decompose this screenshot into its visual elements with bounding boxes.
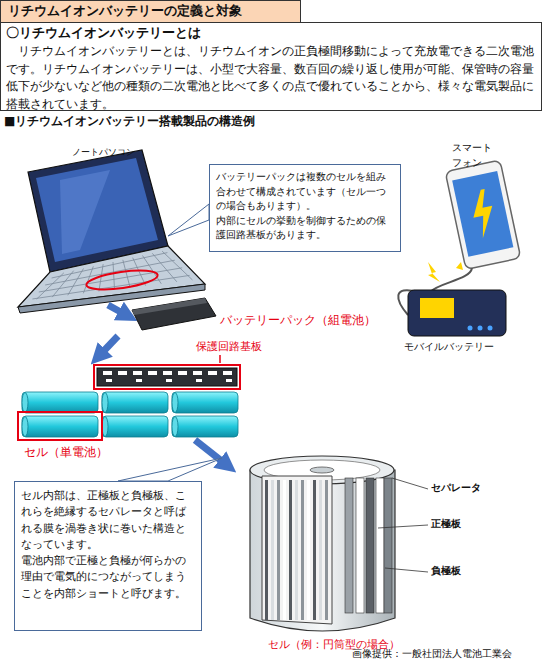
callout-text: バッテリーパックは複数のセルを組み合わせて構成されています（セル一つの場合もあり… (216, 170, 394, 214)
callout-box: バッテリーパックは複数のセルを組み合わせて構成されています（セル一つの場合もあり… (209, 164, 401, 252)
cylinder-cell-figure (250, 456, 395, 631)
callout-text: セル内部は、正極板と負極板、これらを絶縁するセパレータと呼ばれる膜を渦巻き状に巻… (21, 487, 195, 552)
protection-board-figure (94, 355, 240, 389)
mobile-battery-figure (408, 290, 506, 336)
cell-row (22, 392, 238, 437)
part-label: 負極板 (431, 565, 461, 577)
battery-pack-figure (132, 298, 216, 330)
callout-text: 内部にセルの挙動を制御するための保護回路基板があります。 (216, 214, 394, 243)
callout-text: 電池内部で正極と負極が何らかの理由で電気的につながってしまうことを内部ショートと… (21, 552, 195, 601)
leader-line (378, 478, 428, 572)
part-label: セル（単電池） (24, 445, 108, 459)
part-label: セパレータ (431, 482, 481, 494)
part-label: モバイルバッテリー (404, 341, 494, 353)
credit-note: 画像提供：一般社団法人電池工業会 (352, 648, 512, 660)
part-label: スマート フォン (452, 140, 496, 170)
body-paragraph: リチウムイオンバッテリーとは、リチウムイオンの正負極間移動によって充放電できる二… (6, 43, 536, 114)
part-label: ノートパソコン (72, 147, 135, 158)
section-heading: 〇リチウムイオンバッテリーとは (6, 25, 201, 41)
lightning-mark (428, 262, 463, 282)
section-heading: ■リチウムイオンバッテリー搭載製品の構造例 (4, 114, 255, 128)
part-label: 正極板 (431, 518, 461, 530)
smartphone-figure (445, 160, 521, 269)
part-label: バッテリーパック（組電池） (220, 314, 376, 328)
title-text: リチウムイオンバッテリーの定義と対象 (8, 3, 242, 19)
part-label: 保護回路基板 (196, 340, 262, 353)
cell-highlight (18, 412, 102, 440)
callout-box: セル内部は、正極板と負極板、これらを絶縁するセパレータと呼ばれる膜を渦巻き状に巻… (14, 481, 202, 631)
